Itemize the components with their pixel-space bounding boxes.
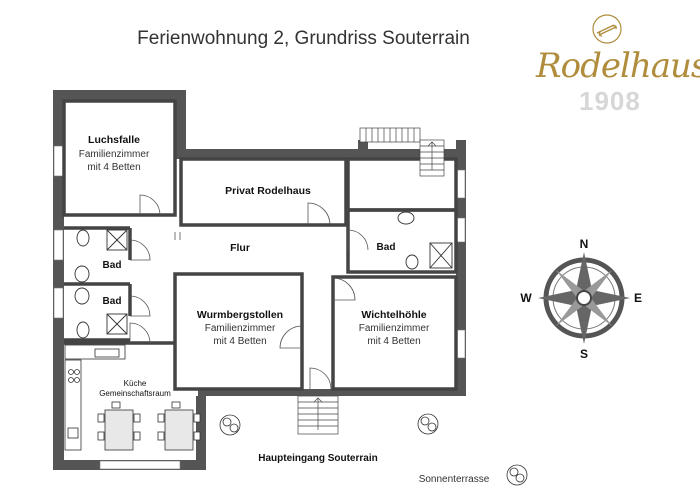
compass-north: N	[580, 237, 589, 251]
room-wurmbergstollen-name: Wurmbergstollen	[197, 309, 283, 321]
room-wurmbergstollen-line2: mit 4 Betten	[213, 336, 266, 347]
stairs-entrance	[297, 141, 437, 435]
room-flur-name: Flur	[230, 242, 250, 254]
room-luchsfalle-name: Luchsfalle	[88, 134, 140, 146]
room-luchsfalle-line2: mit 4 Betten	[87, 162, 140, 173]
compass-west: W	[520, 291, 532, 305]
room-bad-left-top: Bad	[103, 260, 122, 271]
compass-south: S	[580, 347, 588, 361]
tree-icons	[219, 413, 528, 486]
room-luchsfalle-line1: Familienzimmer	[79, 149, 150, 160]
page-title: Ferienwohnung 2, Grundriss Souterrain	[137, 28, 470, 49]
room-wichtelhoehle-line2: mit 4 Betten	[367, 336, 420, 347]
bathroom-fixtures	[74, 211, 453, 339]
logo-wordmark: Rodelhaus	[536, 46, 700, 86]
hall-marks	[174, 232, 181, 240]
room-bad-left-bottom: Bad	[103, 296, 122, 307]
room-wichtelhoehle-name: Wichtelhöhle	[361, 309, 426, 321]
kitchen-fixtures	[64, 344, 201, 451]
windows	[53, 145, 466, 470]
sled-icon	[592, 14, 622, 44]
room-privat-name: Privat Rodelhaus	[225, 185, 311, 197]
room-wichtelhoehle-line1: Familienzimmer	[359, 323, 430, 334]
room-kueche-line2: Gemeinschaftsraum	[99, 389, 171, 398]
logo-year: 1908	[579, 86, 641, 116]
room-wurmbergstollen-line1: Familienzimmer	[205, 323, 276, 334]
room-bad-right: Bad	[377, 242, 396, 253]
entrance-label: Haupteingang Souterrain	[258, 453, 377, 464]
room-kueche-line1: Küche	[124, 379, 147, 388]
terrace-label: Sonnenterrasse	[419, 474, 490, 485]
compass-east: E	[634, 291, 642, 305]
doors	[129, 194, 369, 390]
compass-rose-icon	[538, 252, 630, 344]
